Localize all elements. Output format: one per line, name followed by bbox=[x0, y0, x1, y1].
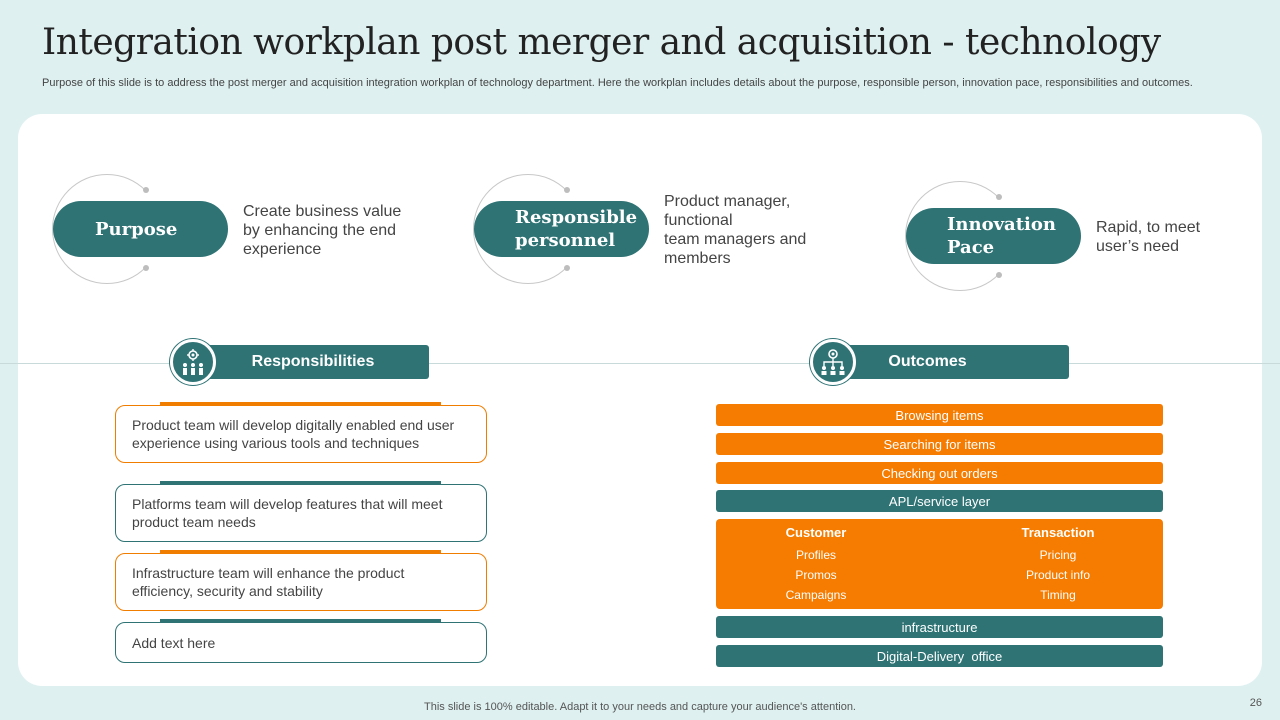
responsibilities-title: Responsibilities bbox=[251, 353, 375, 370]
slide-title: Integration workplan post merger and acq… bbox=[42, 22, 1161, 63]
slide-subtitle: Purpose of this slide is to address the … bbox=[42, 77, 1193, 89]
customer-item: Campaigns bbox=[785, 588, 847, 602]
customer-item: Promos bbox=[795, 568, 837, 582]
personnel-pill: Responsible personnel bbox=[474, 201, 649, 257]
innovation-text: Rapid, to meet user’s need bbox=[1096, 218, 1200, 256]
innovation-pill: Innovation Pace bbox=[906, 208, 1081, 264]
transaction-item: Pricing bbox=[1039, 548, 1077, 562]
innovation-arc bbox=[905, 181, 1015, 291]
innovation-arc-dot-top bbox=[996, 194, 1002, 200]
outcome-bar-delivery-office: Digital-Delivery office bbox=[716, 645, 1163, 667]
slide-footer: This slide is 100% editable. Adapt it to… bbox=[424, 701, 856, 713]
responsibility-line: efficiency, security and stability bbox=[132, 583, 323, 599]
hierarchy-gear-icon-svg bbox=[821, 349, 845, 375]
page-number: 26 bbox=[1249, 697, 1262, 709]
personnel-text-line: team managers and bbox=[664, 231, 807, 248]
outcome-bar-browsing: Browsing items bbox=[716, 404, 1163, 426]
outcomes-header: Outcomes bbox=[836, 345, 1069, 379]
purpose-arc-dot-top bbox=[143, 187, 149, 193]
outcome-bar-infrastructure: infrastructure bbox=[716, 616, 1163, 638]
purpose-arc-dot-bottom bbox=[143, 265, 149, 271]
personnel-label: personnel bbox=[515, 230, 616, 251]
outcome-bar-label: Digital-Delivery office bbox=[876, 648, 1003, 664]
outcome-customer-transaction-block: Customer Profiles Promos Campaigns Trans… bbox=[716, 519, 1163, 609]
purpose-pill: Purpose bbox=[53, 201, 228, 257]
responsibility-item: Infrastructure team will enhance the pro… bbox=[115, 553, 487, 611]
personnel-text: Product manager, functional team manager… bbox=[664, 192, 806, 268]
innovation-label: Innovation bbox=[947, 214, 1056, 235]
customer-item: Profiles bbox=[795, 548, 836, 562]
outcome-bar-label: Checking out orders bbox=[881, 465, 998, 481]
horizontal-divider bbox=[0, 363, 1280, 364]
transaction-title: Transaction bbox=[1021, 525, 1095, 540]
purpose-text-line: by enhancing the end bbox=[243, 222, 397, 239]
responsibility-line: product team needs bbox=[132, 514, 256, 530]
purpose-label: Purpose bbox=[95, 218, 178, 240]
responsibility-line: Infrastructure team will enhance the pro… bbox=[132, 565, 405, 581]
responsibilities-header: Responsibilities bbox=[197, 345, 429, 379]
outcome-bar-label: APL/service layer bbox=[888, 493, 991, 509]
transaction-item: Timing bbox=[1040, 588, 1076, 602]
innovation-text-line: user’s need bbox=[1096, 238, 1180, 255]
personnel-arc-dot-top bbox=[564, 187, 570, 193]
purpose-arc bbox=[52, 174, 162, 284]
outcome-bar-service-layer: APL/service layer bbox=[716, 490, 1163, 512]
purpose-text: Create business value by enhancing the e… bbox=[243, 202, 401, 259]
responsibility-item: Platforms team will develop features tha… bbox=[115, 484, 487, 542]
outcome-bar-checkout: Checking out orders bbox=[716, 462, 1163, 484]
team-gear-icon bbox=[170, 339, 216, 385]
responsibility-accent-bar bbox=[160, 619, 441, 623]
responsibility-accent-bar bbox=[160, 402, 441, 406]
outcome-bar-label: Searching for items bbox=[883, 436, 996, 452]
transaction-item: Product info bbox=[1025, 568, 1091, 582]
responsibility-line: Add text here bbox=[132, 635, 216, 651]
responsibility-line: Product team will develop digitally enab… bbox=[132, 417, 455, 433]
customer-column: Customer Profiles Promos Campaigns bbox=[716, 525, 916, 605]
outcome-bar-searching: Searching for items bbox=[716, 433, 1163, 455]
personnel-text-line: Product manager, bbox=[664, 193, 791, 210]
personnel-text-line: functional bbox=[664, 212, 733, 229]
responsibility-accent-bar bbox=[160, 481, 441, 485]
responsibility-item[interactable]: Add text here bbox=[115, 622, 487, 663]
responsibility-item: Product team will develop digitally enab… bbox=[115, 405, 487, 463]
innovation-label: Pace bbox=[947, 237, 995, 258]
hierarchy-gear-icon bbox=[810, 339, 856, 385]
outcomes-title: Outcomes bbox=[888, 353, 967, 370]
personnel-arc bbox=[473, 174, 583, 284]
personnel-label: Responsible bbox=[515, 207, 638, 228]
responsibility-line: Platforms team will develop features tha… bbox=[132, 496, 443, 512]
outcome-bar-label: infrastructure bbox=[901, 619, 978, 635]
responsibility-line: experience using various tools and techn… bbox=[132, 435, 420, 451]
customer-title: Customer bbox=[785, 525, 847, 540]
innovation-arc-dot-bottom bbox=[996, 272, 1002, 278]
transaction-column: Transaction Pricing Product info Timing bbox=[958, 525, 1158, 605]
personnel-text-line: members bbox=[664, 250, 731, 267]
purpose-text-line: experience bbox=[243, 241, 322, 258]
outcome-bar-label: Browsing items bbox=[895, 407, 984, 423]
responsibility-accent-bar bbox=[160, 550, 441, 554]
team-gear-icon-svg bbox=[183, 349, 203, 375]
innovation-text-line: Rapid, to meet bbox=[1096, 219, 1201, 236]
purpose-text-line: Create business value bbox=[243, 203, 402, 220]
personnel-arc-dot-bottom bbox=[564, 265, 570, 271]
